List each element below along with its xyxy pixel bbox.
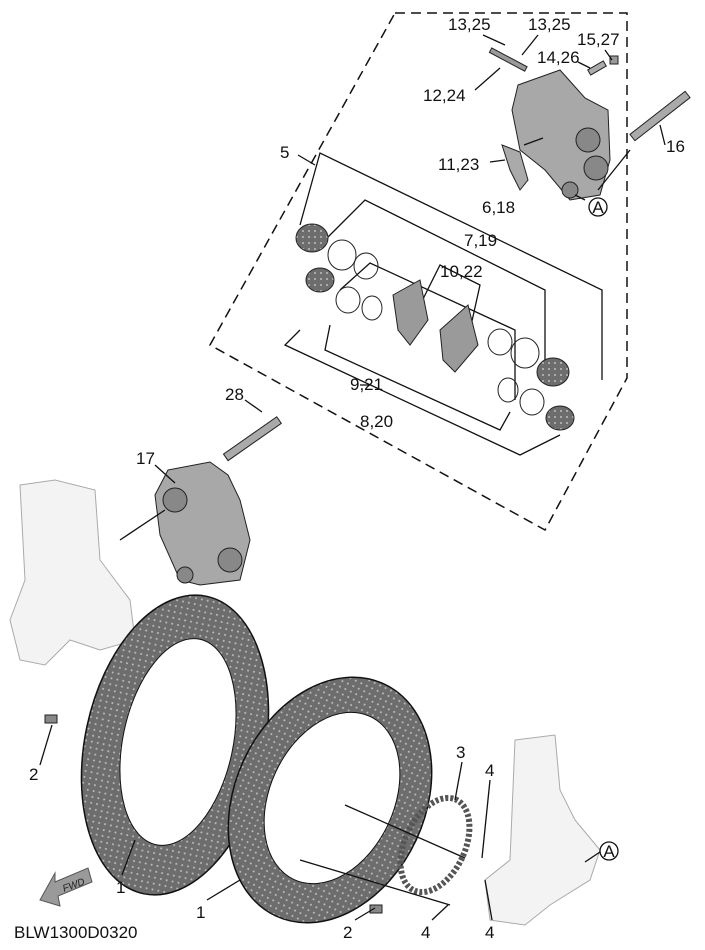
callout-1-b: 1 bbox=[196, 903, 205, 922]
svg-text:A: A bbox=[592, 198, 604, 217]
front-fork-right bbox=[484, 734, 601, 926]
brake-pad-right bbox=[439, 304, 479, 373]
leader-lines bbox=[39, 34, 666, 921]
bleed-cap bbox=[609, 55, 619, 65]
brake-disc-left bbox=[80, 594, 270, 896]
callout-2-a: 2 bbox=[29, 765, 38, 784]
callout-7-19: 7,19 bbox=[464, 231, 497, 250]
callout-9-21: 9,21 bbox=[350, 375, 383, 394]
caliper-bolt-28 bbox=[222, 416, 283, 462]
forward-arrow-icon: FWD bbox=[39, 867, 93, 907]
callout-16: 16 bbox=[666, 137, 685, 156]
caliper-assembly-left bbox=[154, 461, 251, 586]
callout-1-a: 1 bbox=[116, 878, 125, 897]
callout-28: 28 bbox=[225, 385, 244, 404]
callout-11-23: 11,23 bbox=[438, 155, 479, 174]
callout-4-c: 4 bbox=[485, 923, 494, 942]
callout-15-27: 15,27 bbox=[577, 30, 620, 49]
callout-4-a: 4 bbox=[485, 761, 494, 780]
svg-text:A: A bbox=[603, 842, 615, 861]
caliper-assembly-right bbox=[511, 69, 611, 201]
reference-marker-a-lower: A bbox=[599, 841, 619, 861]
callout-2-b: 2 bbox=[343, 923, 352, 942]
caliper-kit-boundary bbox=[208, 12, 628, 532]
callout-labels: 13,25 13,25 15,27 14,26 12,24 5 16 11,23… bbox=[14, 15, 685, 942]
seal-bracket-lines bbox=[283, 152, 603, 456]
callout-4-b: 4 bbox=[421, 923, 430, 942]
pad-pin bbox=[488, 47, 528, 72]
callout-12-24: 12,24 bbox=[423, 86, 466, 105]
front-fork-left bbox=[9, 479, 136, 666]
disc-bolt-left bbox=[44, 714, 58, 724]
callout-5: 5 bbox=[280, 143, 289, 162]
callout-14-26: 14,26 bbox=[537, 48, 580, 67]
reference-marker-a-upper: A bbox=[588, 197, 608, 217]
callout-6-18: 6,18 bbox=[482, 198, 515, 217]
pad-spring bbox=[501, 144, 529, 191]
pistons-and-seals bbox=[295, 223, 575, 431]
callout-8-20: 8,20 bbox=[360, 412, 393, 431]
callout-3: 3 bbox=[456, 743, 465, 762]
callout-17: 17 bbox=[136, 449, 155, 468]
caliper-bolt-16 bbox=[629, 90, 691, 142]
brake-pad-left bbox=[392, 279, 429, 346]
diagram-code: BLW1300D0320 bbox=[14, 923, 138, 942]
bleed-screw bbox=[587, 60, 607, 76]
callout-13-25-a: 13,25 bbox=[448, 15, 491, 34]
disc-bolt-bottom bbox=[369, 904, 383, 914]
callout-10-22: 10,22 bbox=[440, 262, 483, 281]
callout-13-25-b: 13,25 bbox=[528, 15, 571, 34]
